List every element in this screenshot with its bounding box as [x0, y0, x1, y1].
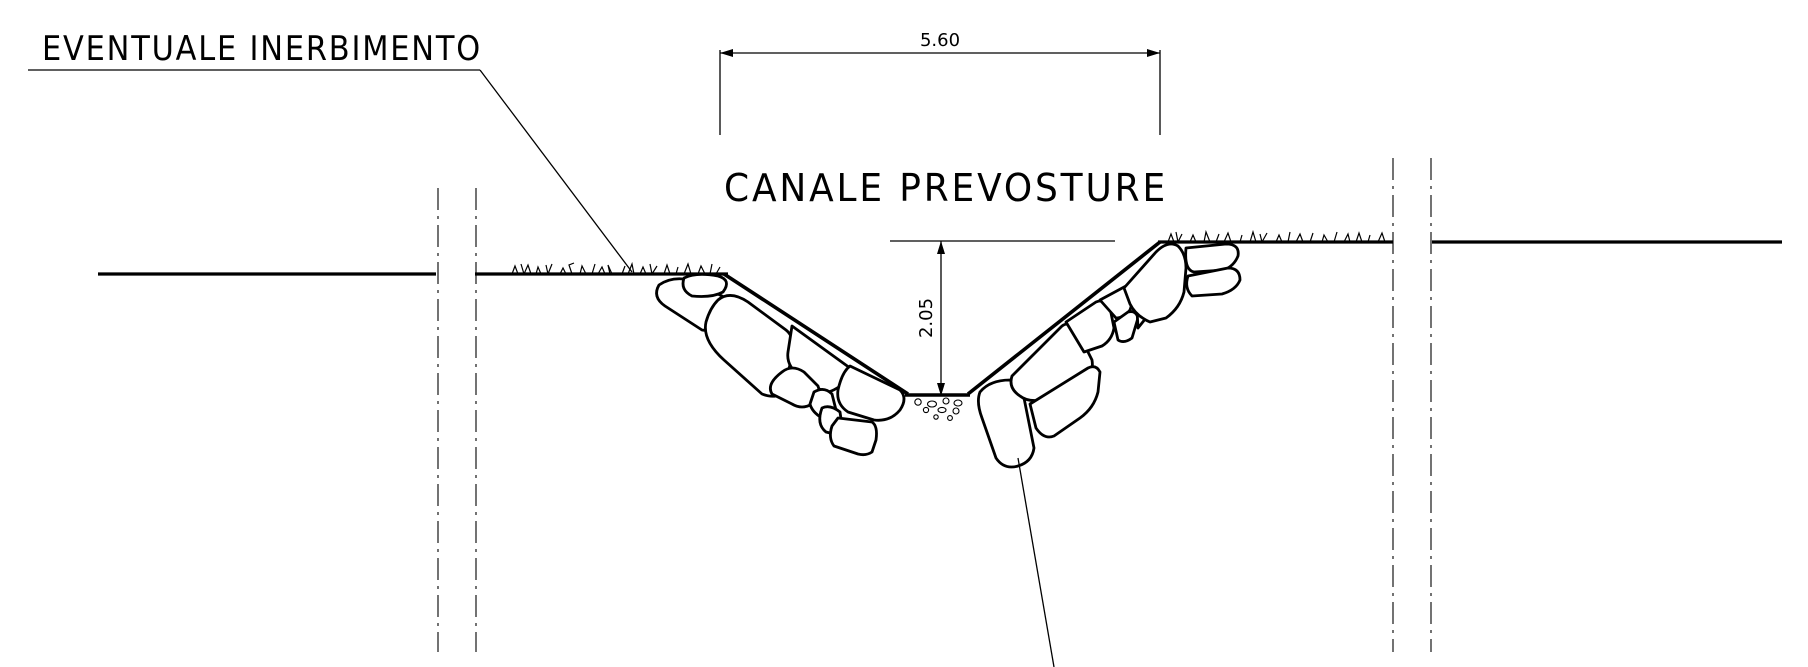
boundary-axes	[437, 158, 1432, 652]
gravel-pebble	[952, 407, 960, 415]
grass-tuft-left	[511, 261, 721, 275]
depth-dimension: 2.05	[890, 240, 1115, 396]
canal-section	[723, 240, 1162, 397]
riprap-stone	[829, 416, 878, 457]
riprap-stone	[977, 378, 1036, 469]
gravel-pebble	[933, 414, 939, 420]
grass-tufts	[511, 229, 1386, 275]
canal-bed-gravel	[914, 397, 963, 421]
riprap-stone	[1122, 242, 1188, 324]
gravel-pebble	[937, 406, 947, 414]
depth-arrow-bottom	[937, 383, 945, 396]
gravel-pebble	[953, 399, 963, 407]
grass-note-callout: EVENTUALE INERBIMENTO	[28, 29, 633, 273]
grass-note-label: EVENTUALE INERBIMENTO	[42, 29, 482, 69]
riprap-stone	[836, 364, 906, 422]
gravel-pebble	[942, 397, 950, 405]
grass-tuft-right	[1167, 229, 1386, 243]
width-dimension: 5.60	[719, 30, 1161, 135]
gravel-pebble	[922, 406, 930, 414]
depth-arrow-top	[937, 241, 945, 254]
gravel-pebble	[926, 400, 938, 408]
gravel-pebble	[947, 415, 953, 421]
left-slope-line	[723, 272, 909, 396]
riprap-stone	[1112, 310, 1140, 343]
riprap-stone	[1028, 365, 1102, 439]
width-arrow-left	[720, 49, 733, 57]
right-slope-line	[966, 240, 1162, 396]
gravel-pebble	[914, 398, 922, 406]
canal-name-label: CANALE PREVOSTURE	[724, 166, 1168, 210]
left-riprap-stones	[655, 273, 906, 457]
width-dimension-value: 5.60	[920, 30, 960, 51]
right-riprap-stones	[977, 242, 1242, 469]
riprap-stone	[1185, 266, 1242, 298]
riprap-leader	[1017, 457, 1055, 667]
riprap-stone	[1184, 242, 1240, 274]
ground-profile	[98, 240, 1782, 276]
depth-dimension-value: 2.05	[916, 298, 937, 338]
width-arrow-right	[1147, 49, 1160, 57]
grass-note-leader	[479, 69, 633, 273]
riprap-stone	[681, 273, 728, 298]
